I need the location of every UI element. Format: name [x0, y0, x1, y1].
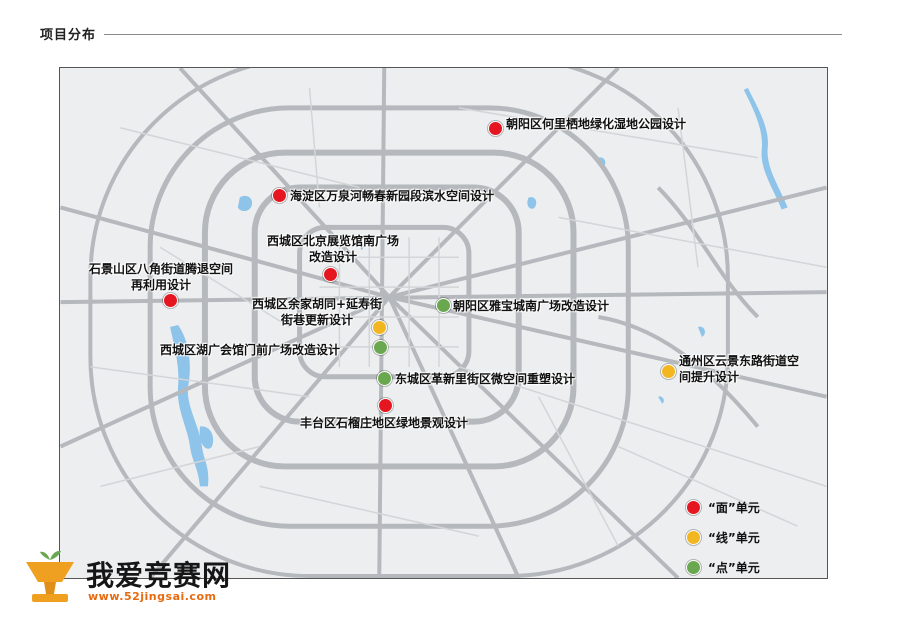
page-title: 项目分布	[40, 28, 97, 43]
watermark-name: 我爱竞赛网	[86, 559, 232, 592]
marker-label: 石景山区八角街道腾退空间 再利用设计	[88, 262, 233, 292]
legend-item-green: “点”单元	[686, 557, 806, 587]
map-marker-red[interactable]	[272, 188, 287, 203]
marker-label: 西城区余家胡同+延寿街 街巷更新设计	[251, 297, 383, 327]
map-marker-green[interactable]	[377, 371, 392, 386]
map-marker-red[interactable]	[323, 267, 338, 282]
map-marker-green[interactable]	[373, 340, 388, 355]
map-marker-red[interactable]	[163, 293, 178, 308]
page-header: 项目分布	[40, 24, 842, 44]
watermark-url: www.52jingsai.com	[88, 590, 217, 603]
header-divider	[104, 34, 842, 35]
marker-label: 东城区革新里街区微空间重塑设计	[395, 372, 576, 386]
map-marker-yellow[interactable]	[372, 320, 387, 335]
marker-label: 朝阳区雅宝城南广场改造设计	[453, 299, 610, 313]
map-marker-yellow[interactable]	[661, 364, 676, 379]
legend-item-yellow: “线”单元	[686, 527, 806, 557]
marker-label: 西城区北京展览馆南广场 改造设计	[266, 234, 399, 264]
marker-label: 丰台区石榴庄地区绿地景观设计	[300, 416, 469, 430]
map-base-layer	[60, 68, 827, 578]
marker-label: 朝阳区何里栖地绿化湿地公园设计	[506, 117, 687, 131]
marker-label: 西城区湖广会馆门前广场改造设计	[160, 343, 341, 357]
ring-roads	[88, 68, 730, 578]
watermark-logo: 我爱竞赛网 www.52jingsai.com	[18, 548, 258, 608]
map-legend: “面”单元 “线”单元 “点”单元	[686, 497, 806, 587]
legend-swatch-green	[686, 560, 701, 575]
legend-label: “线”单元	[708, 531, 760, 545]
radial-roads	[60, 68, 827, 578]
beijing-map[interactable]: 朝阳区何里栖地绿化湿地公园设计 海淀区万泉河畅春新园段滨水空间设计 西城区北京展…	[59, 67, 828, 579]
legend-label: “面”单元	[708, 501, 760, 515]
legend-swatch-red	[686, 500, 701, 515]
legend-swatch-yellow	[686, 530, 701, 545]
marker-label: 通州区云景东路街道空 间提升设计	[679, 354, 800, 384]
map-marker-green[interactable]	[436, 298, 451, 313]
trophy-cup-icon	[26, 550, 74, 602]
map-marker-red[interactable]	[378, 398, 393, 413]
minor-streets	[90, 87, 827, 547]
legend-item-red: “面”单元	[686, 497, 806, 527]
map-marker-red[interactable]	[488, 121, 503, 136]
marker-label: 海淀区万泉河畅春新园段滨水空间设计	[290, 189, 495, 203]
legend-label: “点”单元	[708, 561, 760, 575]
